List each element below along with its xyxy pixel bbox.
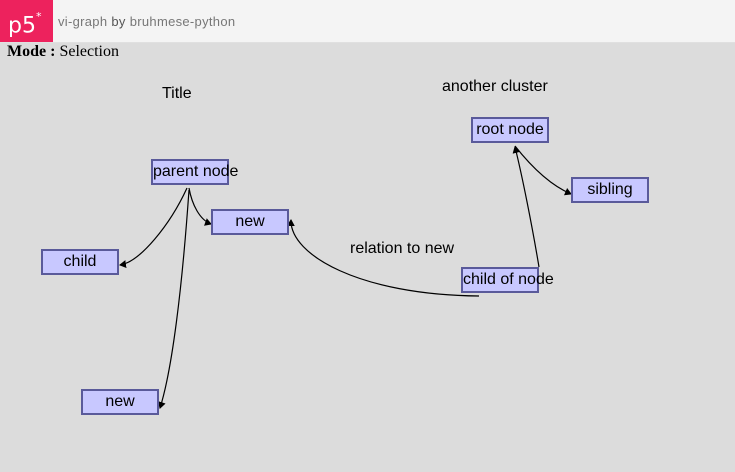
sketch-name[interactable]: vi-graph: [58, 14, 108, 29]
mode-indicator: Mode : Selection: [7, 43, 119, 61]
node-new-bottom[interactable]: new: [81, 389, 159, 415]
node-new-top[interactable]: new: [211, 209, 289, 235]
p5-logo[interactable]: p5*: [0, 0, 53, 42]
node-root[interactable]: root node: [471, 117, 549, 143]
node-parent[interactable]: parent node: [151, 159, 238, 185]
mode-value: Selection: [59, 43, 119, 60]
edge-parent-to-new-top[interactable]: [188, 187, 212, 226]
node-child[interactable]: child: [41, 249, 119, 275]
node-sibling[interactable]: sibling: [571, 177, 649, 203]
cluster-label-title: Title: [162, 85, 192, 102]
by-label: by: [111, 14, 126, 29]
logo-text: p5: [8, 13, 36, 39]
author-name[interactable]: bruhmese-python: [129, 14, 236, 29]
edge-parent-to-new-bottom[interactable]: [157, 189, 190, 409]
edge-new-to-child-of-node[interactable]: [286, 219, 480, 297]
edge-parent-to-child[interactable]: [119, 187, 188, 269]
edge-label-relation: relation to new: [350, 240, 455, 257]
node-child-of-node[interactable]: child of node: [461, 267, 554, 293]
edge-root-to-sibling[interactable]: [514, 145, 572, 196]
mode-label: Mode :: [7, 43, 56, 60]
logo-asterisk: *: [35, 10, 42, 23]
edge-child-of-node-to-root[interactable]: [512, 146, 540, 268]
cluster-label-another: another cluster: [442, 78, 548, 95]
